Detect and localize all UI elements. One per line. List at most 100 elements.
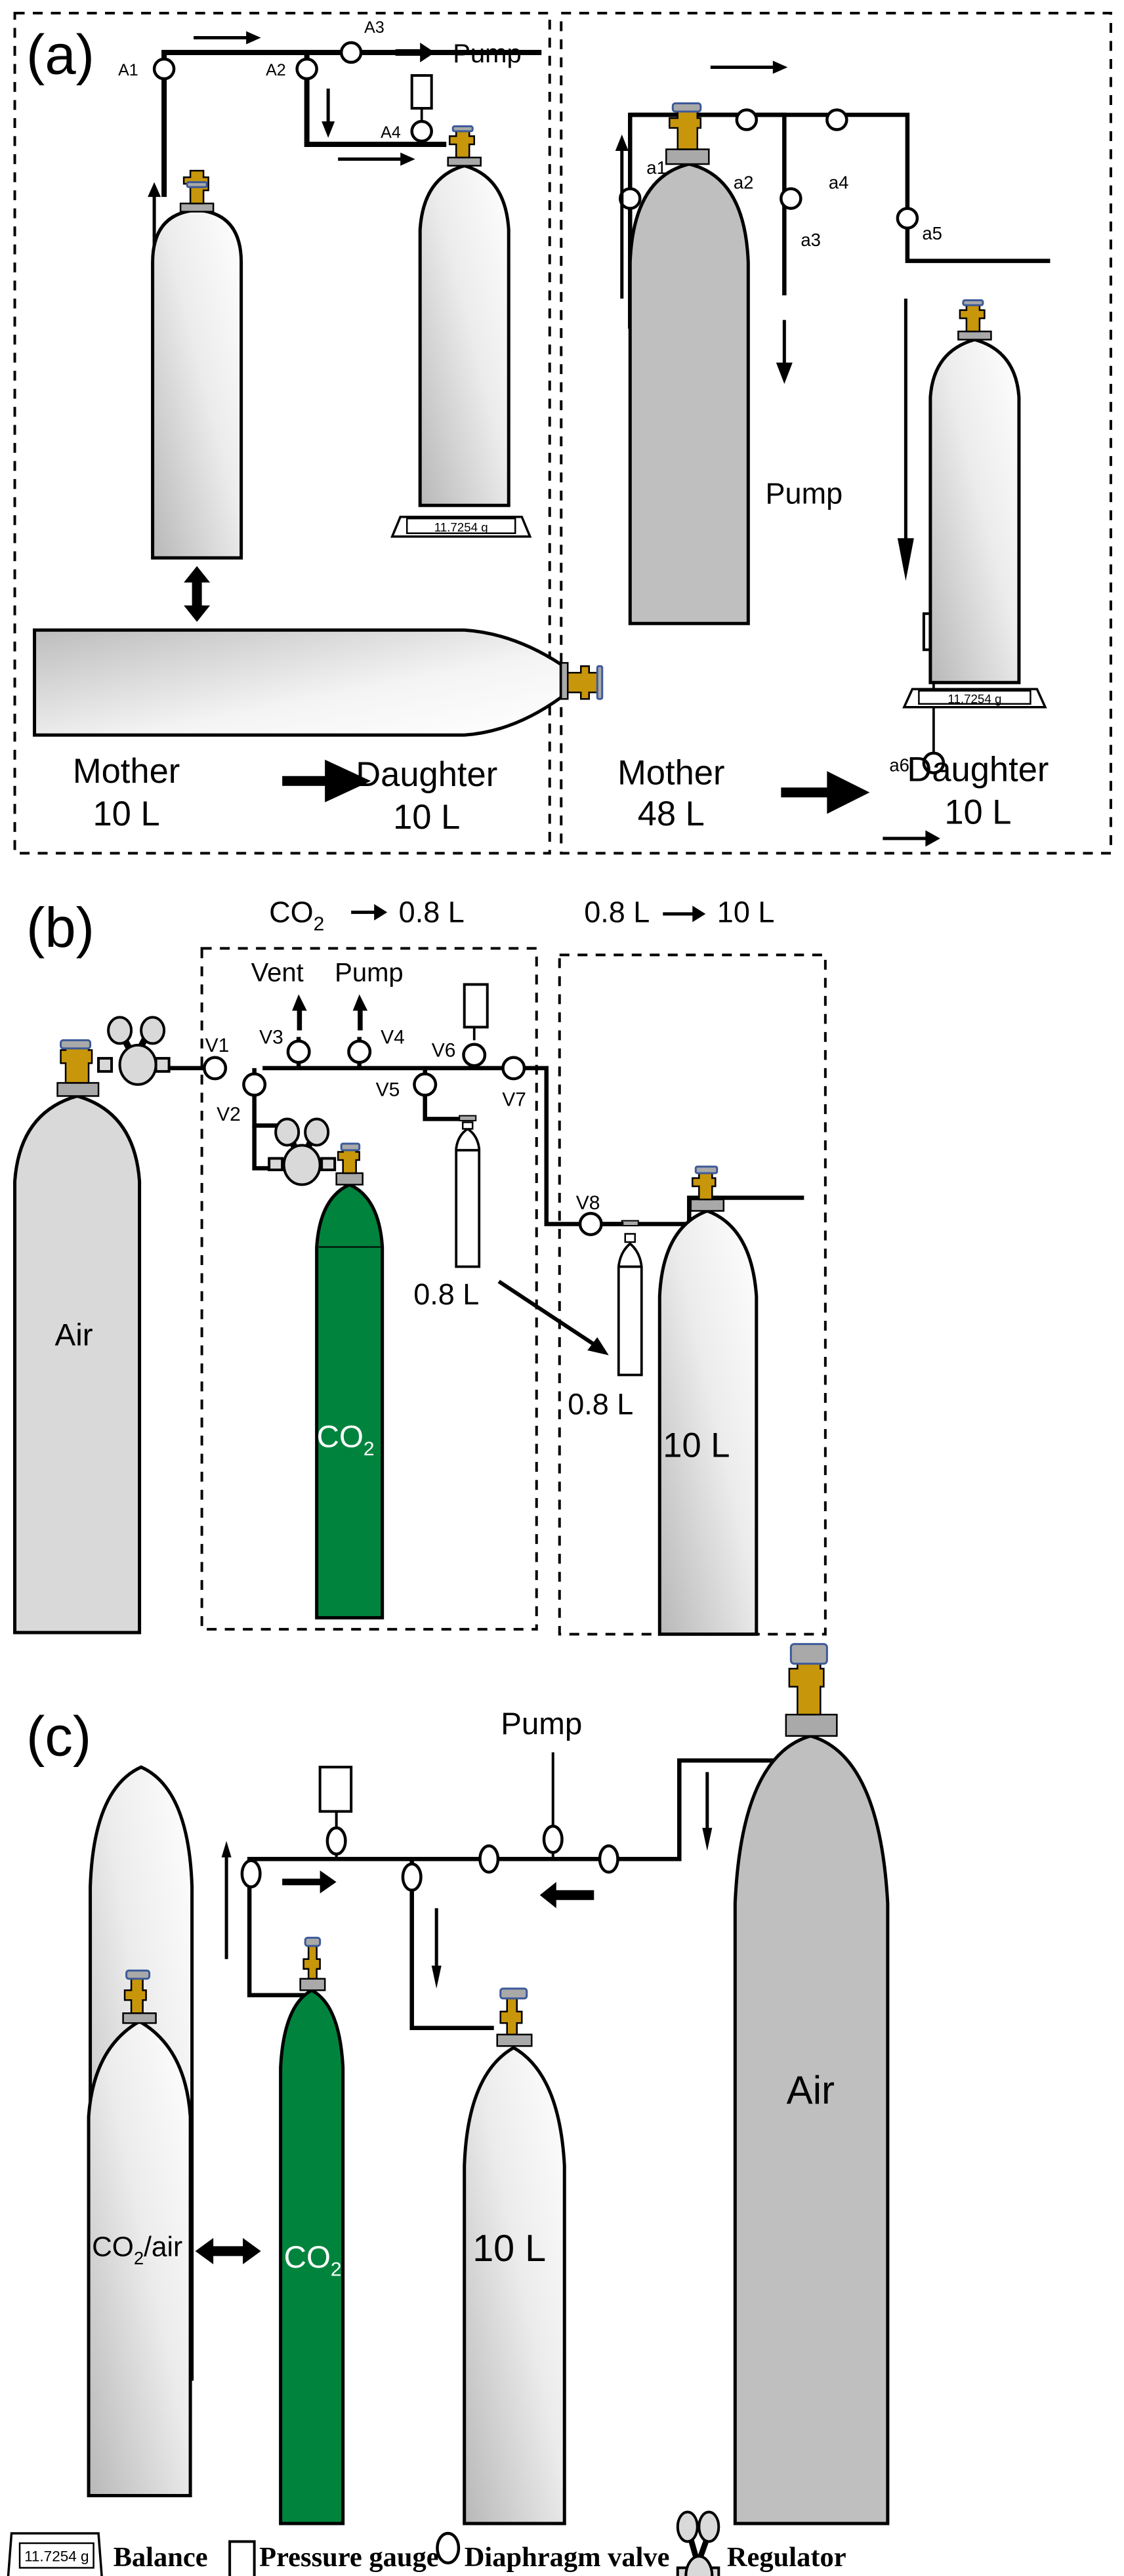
valve-V8[interactable] xyxy=(578,1211,603,1236)
legend-label: Diaphragm valve xyxy=(465,2542,670,2573)
mother-volume: 48 L xyxy=(638,795,705,833)
valve-V3[interactable] xyxy=(286,1039,311,1064)
legend-label: Pressure gauge xyxy=(259,2542,438,2573)
mother-cylinder-10L-vertical xyxy=(151,169,243,560)
valve-a5[interactable] xyxy=(896,207,919,230)
valve-a2[interactable] xyxy=(735,108,759,131)
legend: 11.7254 g Balance Pressure gauge Diaphra… xyxy=(7,2510,846,2576)
valve-A2[interactable] xyxy=(295,57,318,81)
valve[interactable] xyxy=(325,1826,347,1856)
valve[interactable] xyxy=(542,1824,564,1854)
legend-item-pressure-gauge: Pressure gauge xyxy=(228,2540,439,2576)
panel-a: (a) A1 A2 A3 A4 Pump xyxy=(13,12,1112,855)
valve-label-A3: A3 xyxy=(364,18,385,37)
balance-reading: 11.7254 g xyxy=(434,520,488,534)
small-cylinder-volume: 0.8 L xyxy=(413,1278,479,1311)
valve-a4[interactable] xyxy=(825,108,848,131)
small-cylinder-0.8L: 0.8 L xyxy=(413,1115,481,1311)
valve-label-V5: V5 xyxy=(376,1079,400,1100)
step2-title: 0.8 L 10 L xyxy=(584,895,774,928)
valve-label-V6: V6 xyxy=(432,1039,456,1061)
pipe xyxy=(247,1885,307,1998)
pressure-gauge-icon xyxy=(463,983,489,1029)
regulator-icon xyxy=(268,1117,337,1186)
panel-a-left-manifold: A1 A2 A3 A4 Pump xyxy=(118,18,542,250)
flow-arrow-down-icon xyxy=(702,1772,713,1851)
valve-A4[interactable] xyxy=(410,119,433,143)
valve-V5[interactable] xyxy=(413,1072,438,1097)
valve-V4[interactable] xyxy=(347,1039,372,1064)
pressure-gauge-icon xyxy=(228,2540,256,2576)
legend-item-balance: 11.7254 g Balance xyxy=(7,2532,208,2576)
valve-V1[interactable] xyxy=(203,1056,228,1081)
daughter-cylinder-10L xyxy=(418,125,510,507)
vent-arrow-up-icon xyxy=(292,994,307,1031)
valve-label-V3: V3 xyxy=(259,1026,283,1048)
pump-arrow-up-icon xyxy=(352,994,368,1031)
daughter-volume: 10 L xyxy=(472,2228,546,2270)
flow-arrow-right-icon xyxy=(194,31,261,45)
valve-label-A2: A2 xyxy=(266,61,286,79)
step2-title-to: 10 L xyxy=(717,895,775,928)
flow-arrow-up-icon xyxy=(221,1840,232,1959)
valve[interactable] xyxy=(401,1862,423,1892)
panel-b: (b) CO2 0.8 L 0.8 L 10 L Vent Pump xyxy=(13,895,827,1636)
panel-b-label: (b) xyxy=(26,897,94,959)
legend-label: Regulator xyxy=(727,2542,846,2573)
valve-V2[interactable] xyxy=(242,1072,267,1097)
arrow-right-icon xyxy=(351,904,388,921)
move-arrow-line xyxy=(497,1279,602,1351)
diaphragm-valve-icon xyxy=(436,2531,461,2565)
pressure-gauge-icon xyxy=(318,1766,353,1813)
pump-label: Pump xyxy=(766,477,843,510)
daughter-cylinder-10L: 10 L xyxy=(657,1165,759,1636)
daughter-cylinder-10L: 10 L xyxy=(463,1987,566,2525)
air-label: Air xyxy=(55,1318,93,1353)
regulator-icon xyxy=(676,2510,720,2576)
pipe xyxy=(304,52,447,148)
pump-label: Pump xyxy=(335,958,404,987)
valve-a3[interactable] xyxy=(780,187,802,210)
mother-volume: 10 L xyxy=(93,795,159,833)
valve-label-V1: V1 xyxy=(205,1035,230,1056)
valve-label-V7: V7 xyxy=(502,1089,526,1110)
co2-air-label: CO2/air xyxy=(92,2232,182,2268)
pump-label: Pump xyxy=(501,1707,582,1741)
flow-arrow-down-icon xyxy=(322,89,335,138)
legend-item-diaphragm-valve: Diaphragm valve xyxy=(436,2531,670,2573)
flow-arrow-up-icon xyxy=(148,182,161,250)
valve-V7[interactable] xyxy=(501,1056,526,1081)
transfer-arrow-icon xyxy=(282,759,371,802)
valve-label-a3: a3 xyxy=(801,230,821,250)
pump-arrow-down-icon xyxy=(776,320,793,384)
valve-V6[interactable] xyxy=(462,1043,487,1068)
move-arrow-icon xyxy=(587,1337,609,1356)
co2-air-cylinder: CO2/air xyxy=(87,1969,192,2497)
valve-A1[interactable] xyxy=(152,57,176,81)
daughter-volume: 10 L xyxy=(944,793,1011,831)
co2-cylinder: CO2 xyxy=(279,1936,345,2525)
valve-label-V2: V2 xyxy=(217,1104,241,1125)
daughter-volume: 10 L xyxy=(663,1426,730,1465)
balance-left: 11.7254 g xyxy=(390,515,532,538)
valve[interactable] xyxy=(598,1844,619,1874)
legend-balance-reading: 11.7254 g xyxy=(24,2548,89,2564)
daughter-label: Daughter xyxy=(356,755,497,794)
mother-cylinder-48L xyxy=(628,102,750,625)
flow-arrow-up-icon xyxy=(615,135,629,299)
small-cylinder-0.8L-connected: 0.8 L xyxy=(568,1220,643,1421)
valve[interactable] xyxy=(240,1859,262,1888)
valve-label-a2: a2 xyxy=(734,173,754,193)
flow-arrow-down-icon xyxy=(431,1908,442,1989)
valve-label-V8: V8 xyxy=(576,1192,600,1214)
valve-A3[interactable] xyxy=(339,41,363,64)
step1-title: CO2 0.8 L xyxy=(269,895,465,935)
valve-label-a6: a6 xyxy=(889,755,909,775)
panel-a-left-frame xyxy=(13,12,551,855)
flow-arrow-right-icon xyxy=(710,60,788,74)
balance-right: 11.7254 g xyxy=(902,688,1047,709)
daughter-volume: 10 L xyxy=(393,798,460,837)
valve[interactable] xyxy=(478,1844,500,1874)
regulator-icon xyxy=(97,1016,171,1086)
pipe xyxy=(409,1859,494,2031)
